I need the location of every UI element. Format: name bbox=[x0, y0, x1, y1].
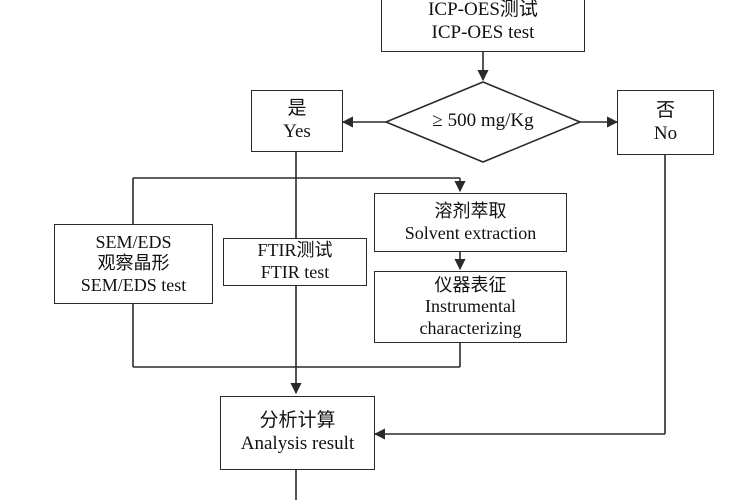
sem-eds-line2: 观察晶形 bbox=[97, 253, 170, 274]
solvent-extraction-box: 溶剂萃取 Solvent extraction bbox=[374, 193, 567, 252]
instrumental-line1: 仪器表征 bbox=[434, 274, 507, 295]
yes-box: 是 Yes bbox=[251, 90, 343, 152]
solvent-line2: Solvent extraction bbox=[404, 222, 537, 243]
no-line1: 否 bbox=[655, 99, 675, 121]
instrumental-line3: characterizing bbox=[419, 317, 522, 338]
solvent-line1: 溶剂萃取 bbox=[434, 200, 507, 221]
sem-eds-line3: SEM/EDS test bbox=[80, 274, 187, 295]
analysis-line1: 分析计算 bbox=[259, 410, 336, 432]
analysis-line2: Analysis result bbox=[240, 433, 355, 454]
no-line2: No bbox=[653, 122, 678, 144]
decision-diamond bbox=[383, 81, 583, 163]
analysis-result-box: 分析计算 Analysis result bbox=[220, 396, 375, 470]
sem-eds-box: SEM/EDS 观察晶形 SEM/EDS test bbox=[54, 224, 213, 304]
yes-line2: Yes bbox=[283, 121, 311, 142]
ftir-test-box: FTIR测试 FTIR test bbox=[223, 238, 367, 286]
decision-label: ≥ 500 mg/Kg bbox=[432, 110, 534, 131]
no-box: 否 No bbox=[617, 90, 714, 155]
icp-line1: ICP-OES测试 bbox=[428, 0, 538, 21]
yes-line1: 是 bbox=[287, 98, 307, 120]
icp-oes-test-box: ICP-OES测试 ICP-OES test bbox=[381, 0, 585, 52]
icp-line2: ICP-OES test bbox=[431, 22, 535, 43]
instrumental-characterizing-box: 仪器表征 Instrumental characterizing bbox=[374, 271, 567, 343]
ftir-line1: FTIR测试 bbox=[257, 240, 333, 261]
instrumental-line2: Instrumental bbox=[425, 296, 516, 317]
ftir-line2: FTIR test bbox=[260, 262, 330, 282]
sem-eds-line1: SEM/EDS bbox=[95, 231, 172, 252]
